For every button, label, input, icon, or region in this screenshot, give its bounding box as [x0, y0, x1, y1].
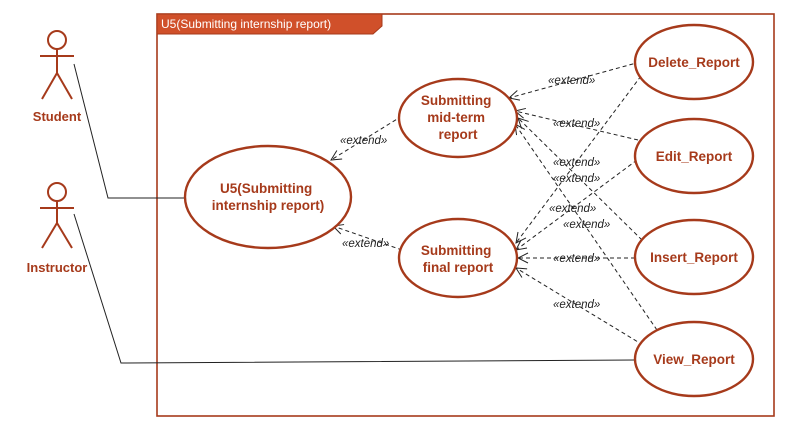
actor-student-label: Student — [33, 109, 82, 124]
use-case-insert-report[interactable]: Insert_Report — [633, 218, 755, 296]
use-case-edit-label: Edit_Report — [656, 149, 733, 164]
use-case-view-report[interactable]: View_Report — [633, 320, 755, 398]
svg-text:U5(Submitting internship: U5(Submitting internship report) — [212, 181, 325, 213]
extend-label: «extend» — [553, 253, 600, 265]
instructor-association — [73, 213, 636, 364]
use-case-delete-report[interactable]: Delete_Report — [633, 23, 755, 101]
use-case-delete-label: Delete_Report — [648, 55, 740, 70]
use-case-main-line1: U5(Submitting — [220, 181, 312, 196]
use-case-midterm-line1: Submitting — [421, 93, 492, 108]
extend-edit-to-midterm — [515, 111, 639, 141]
use-case-midterm[interactable]: Submitting mid-term report — [397, 77, 519, 159]
use-case-main-line2: internship report) — [212, 198, 325, 213]
extend-label: «extend» — [342, 238, 389, 250]
use-case-midterm-line2: mid-term — [427, 110, 485, 125]
use-case-final-line1: Submitting — [421, 243, 492, 258]
extend-relations — [331, 61, 658, 346]
actor-instructor-label: Instructor — [27, 260, 88, 275]
extend-label: «extend» — [563, 219, 610, 231]
system-frame: U5(Submitting internship report) — [156, 13, 775, 417]
extend-view-to-final — [516, 268, 644, 346]
extend-insert-to-midterm — [518, 118, 643, 241]
actor-instructor[interactable] — [40, 182, 74, 249]
extend-label: «extend» — [553, 173, 600, 185]
extend-final-to-main — [333, 226, 403, 251]
use-case-final-line2: final report — [423, 260, 494, 275]
use-case-midterm-line3: report — [438, 127, 478, 142]
extend-delete-to-midterm — [509, 61, 641, 98]
frame-title: U5(Submitting internship report) — [161, 17, 331, 31]
use-case-view-label: View_Report — [653, 352, 735, 367]
extend-label: «extend» — [553, 299, 600, 311]
svg-text:Submitting mid-term: Submitting mid-term report — [421, 93, 495, 142]
actor-student[interactable] — [40, 30, 74, 100]
associations — [73, 63, 636, 364]
extend-label: «extend» — [548, 75, 595, 87]
extend-label: «extend» — [549, 203, 596, 215]
extend-label: «extend» — [553, 118, 600, 130]
use-case-insert-label: Insert_Report — [650, 250, 738, 265]
use-case-main[interactable]: U5(Submitting internship report) — [183, 144, 353, 250]
student-association — [73, 63, 186, 199]
svg-text:Submitting final report: Submitting final report — [421, 243, 495, 275]
use-case-edit-report[interactable]: Edit_Report — [633, 117, 755, 195]
use-case-final[interactable]: Submitting final report — [397, 217, 519, 299]
extend-labels: «extend» «extend» «extend» «extend» «ext… — [340, 75, 610, 311]
extend-label: «extend» — [553, 157, 600, 169]
extend-label: «extend» — [340, 135, 387, 147]
